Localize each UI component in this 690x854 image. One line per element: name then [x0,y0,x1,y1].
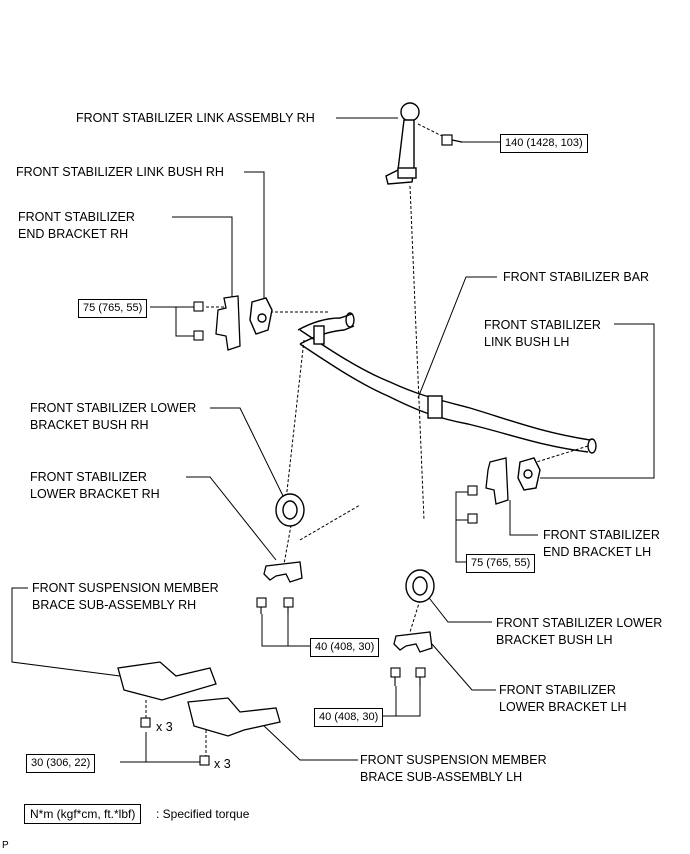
bolts-brace [140,717,210,766]
torque-lower-bracket-lh: 40 (408, 30) [314,708,384,727]
end-bracket-lh-part [485,457,509,505]
lower-bracket-bush-rh-part [275,493,305,527]
link-bush-lh-part [517,457,541,491]
dash-link-bolt [417,123,447,139]
torque-line-brace [120,732,147,763]
leader-link-bush-lh [540,323,655,479]
corner-mark: P [2,840,9,851]
label-end-bracket-rh-line2: END BRACKET RH [18,227,129,241]
label-link-rh: FRONT STABILIZER LINK ASSEMBLY RH [76,111,315,125]
dash-lower-rh-bush [299,504,361,541]
label-lower-bracket-lh-line1: FRONT STABILIZER [499,683,616,697]
leader-brace-rh [11,587,121,677]
leader-end-bracket-rh [172,216,233,300]
torque-line-end-lh [455,519,470,563]
qty-brace-lh: x 3 [214,757,231,771]
bolts-end-bracket-rh [193,301,204,341]
brace-rh-part [117,661,217,701]
link-assembly-rh-part [385,102,420,185]
label-lower-bush-rh-line1: FRONT STABILIZER LOWER [30,401,197,415]
label-link-bush-lh-line1: FRONT STABILIZER [484,318,601,332]
label-link-bush-rh: FRONT STABILIZER LINK BUSH RH [16,165,224,179]
label-end-bracket-rh-line1: FRONT STABILIZER [18,210,135,224]
label-end-bracket-lh-line1: FRONT STABILIZER [543,528,660,542]
bolts-end-bracket-lh [467,485,478,524]
dash-bar-lh-end [529,445,589,465]
qty-brace-rh: x 3 [156,720,173,734]
brace-lh-part [187,697,281,737]
lower-bracket-lh-part [393,631,433,653]
torque-line-lower-rh [261,614,310,647]
label-brace-lh-line1: FRONT SUSPENSION MEMBER [360,753,547,767]
torque-end-bracket-lh: 75 (765, 55) [466,554,536,573]
label-end-bracket-lh-line2: END BRACKET LH [543,545,652,559]
dash-bar-rh-down [285,339,305,501]
label-brace-rh-line2: BRACE SUB-ASSEMBLY RH [32,598,197,612]
label-lower-bush-lh-line2: BRACKET BUSH LH [496,633,613,647]
torque-end-bracket-rh: 75 (765, 55) [78,299,148,318]
link-bush-rh-part [249,297,273,335]
label-lower-bush-lh-line1: FRONT STABILIZER LOWER [496,616,663,630]
legend-torque-unit-box: N*m (kgf*cm, ft.*lbf) [24,804,142,824]
bolts-lower-bracket-rh [256,597,294,614]
label-lower-bush-rh-line2: BRACKET BUSH RH [30,418,149,432]
torque-line-lower-lh-2 [396,686,421,717]
dash-lower-lh [409,599,421,633]
dash-bar-to-lower-rh [283,519,293,565]
label-link-bush-lh-line2: LINK BUSH LH [484,335,570,349]
label-lower-bracket-rh-line2: LOWER BRACKET RH [30,487,160,501]
legend-torque-text: : Specified torque [156,807,250,821]
label-lower-bracket-rh-line1: FRONT STABILIZER [30,470,147,484]
label-brace-rh-line1: FRONT SUSPENSION MEMBER [32,581,219,595]
leader-lower-bracket-lh [431,643,496,691]
label-lower-bracket-lh-line2: LOWER BRACKET LH [499,700,627,714]
dash-link-to-bar [409,185,425,521]
bolts-lower-bracket-lh [390,667,426,686]
bolt-link [441,134,463,146]
leader-link-bush-rh [244,171,265,300]
leader-stab-bar [417,276,497,399]
leader-lower-bush-rh [210,407,285,499]
stabilizer-bar-part [297,312,597,454]
torque-brace: 30 (306, 22) [26,754,96,773]
lower-bracket-rh-part [263,561,303,583]
label-stab-bar: FRONT STABILIZER BAR [503,270,650,284]
torque-line-end-lh-2 [455,491,470,520]
torque-lower-bracket-rh: 40 (408, 30) [310,638,380,657]
end-bracket-rh-part [215,295,241,351]
leader-brace-lh [261,723,358,761]
leader-lower-bracket-rh [186,476,277,561]
leader-end-bracket-lh [509,500,538,536]
torque-link: 140 (1428, 103) [500,134,588,153]
lower-bracket-bush-lh-part [405,569,435,603]
torque-line-end-rh [150,306,196,337]
leader-lower-bush-lh [425,593,492,623]
label-brace-lh-line2: BRACE SUB-ASSEMBLY LH [360,770,523,784]
